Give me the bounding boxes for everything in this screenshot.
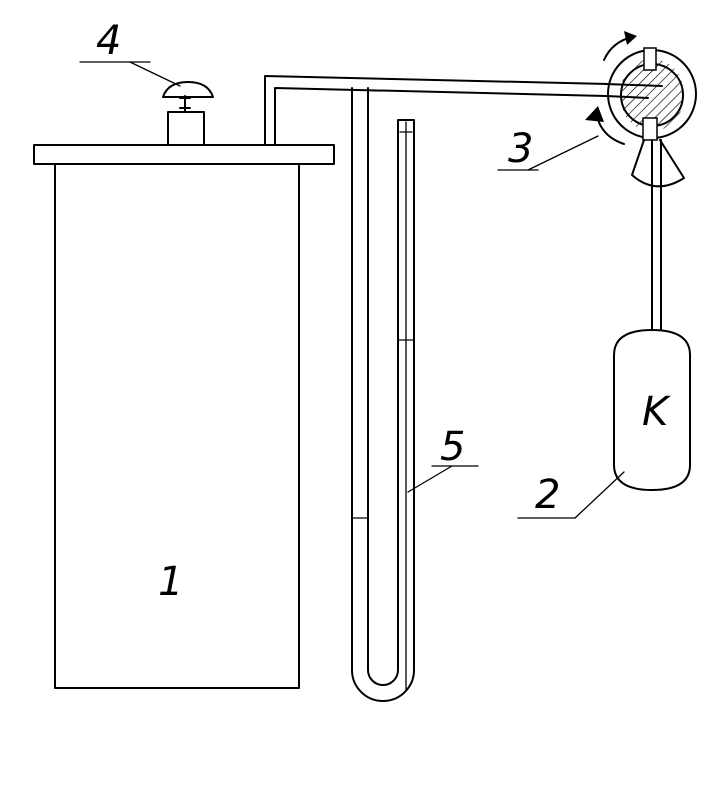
vessel-lid	[33, 144, 335, 165]
u-tube-manometer	[351, 87, 415, 702]
label-5-leader	[407, 465, 453, 493]
vessel	[33, 144, 335, 689]
vessel-body	[54, 163, 300, 689]
clamp-base	[167, 111, 205, 146]
valve-outlet-funnel	[631, 139, 685, 188]
valve-top-opening	[643, 47, 657, 71]
bulb	[613, 329, 691, 491]
label-valve: 3	[508, 126, 533, 172]
label-clamp: 4	[96, 18, 121, 64]
valve-bottom-opening	[642, 117, 658, 141]
label-2-leader	[574, 471, 625, 519]
connecting-tube	[264, 75, 609, 146]
label-vessel: 1	[158, 559, 183, 605]
label-3-leader	[527, 135, 599, 171]
bulb-letter: K	[642, 389, 671, 435]
three-way-valve	[585, 31, 697, 188]
bulb-assembly: K	[613, 139, 691, 491]
valve-hatching	[621, 59, 683, 131]
label-bulb: 2	[535, 472, 560, 518]
label-manometer: 5	[440, 424, 465, 470]
label-4-leader	[129, 61, 181, 87]
lid-clamp	[162, 81, 214, 146]
rotation-arrowhead-bottom	[585, 106, 604, 122]
clamp-cap	[162, 81, 214, 98]
rotation-arrowhead-top	[624, 31, 637, 45]
leader-lines	[79, 61, 625, 519]
